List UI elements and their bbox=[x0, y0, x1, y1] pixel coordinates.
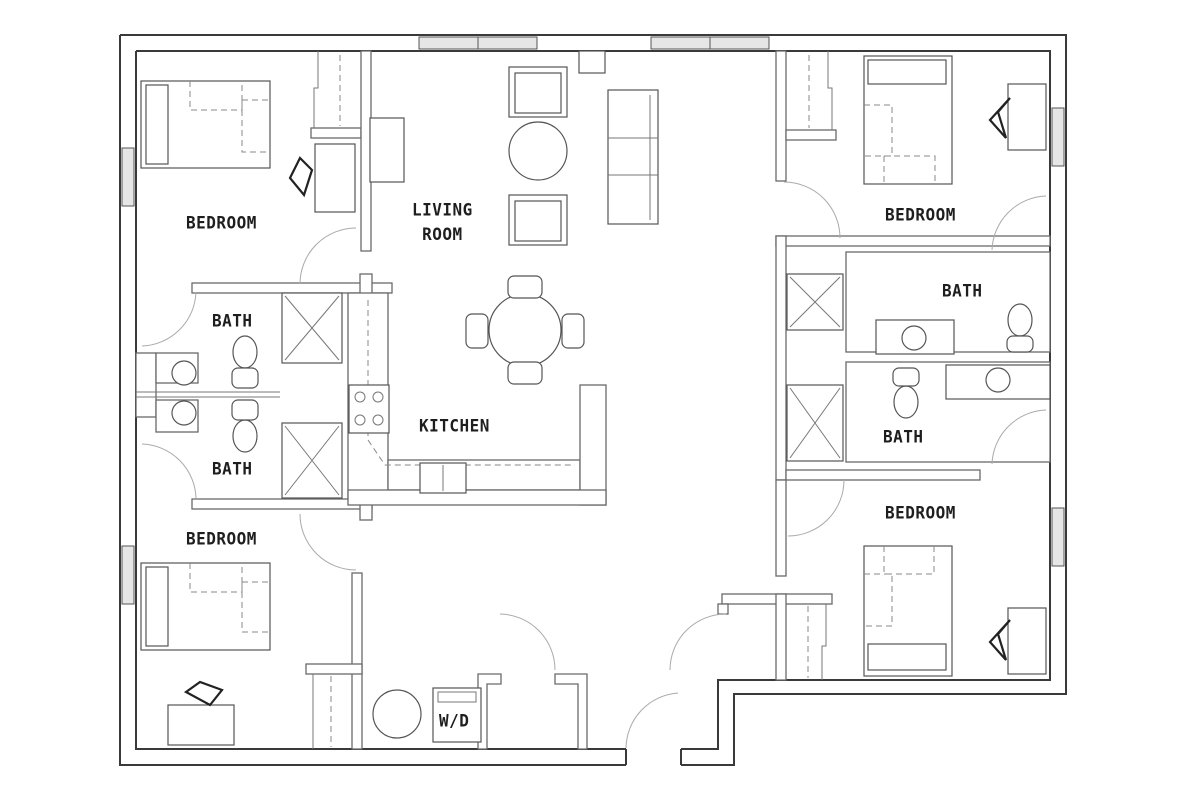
bedroom-furniture bbox=[140, 55, 1047, 746]
kitchen-fixtures bbox=[348, 384, 467, 494]
label-bath-sw: BATH bbox=[212, 458, 253, 479]
bath-fixtures bbox=[171, 273, 1051, 499]
label-bedroom-sw: BEDROOM bbox=[186, 528, 257, 549]
dining-set bbox=[465, 275, 585, 385]
label-bedroom-se: BEDROOM bbox=[885, 502, 956, 523]
label-bath-nw: BATH bbox=[212, 310, 253, 331]
label-kitchen: KITCHEN bbox=[419, 415, 490, 436]
label-laundry: W/D bbox=[439, 710, 470, 731]
windows bbox=[121, 36, 1065, 605]
label-bath-se: BATH bbox=[883, 426, 924, 447]
label-bedroom-ne: BEDROOM bbox=[885, 204, 956, 225]
door-swings bbox=[141, 181, 1047, 749]
laundry bbox=[372, 687, 482, 743]
exterior-walls bbox=[119, 34, 1067, 766]
label-bedroom-nw: BEDROOM bbox=[186, 212, 257, 233]
label-bath-ne: BATH bbox=[942, 280, 983, 301]
living-furniture bbox=[508, 50, 659, 246]
desk-chairs bbox=[183, 97, 1011, 707]
label-living-room: LIVING ROOM bbox=[412, 199, 473, 245]
